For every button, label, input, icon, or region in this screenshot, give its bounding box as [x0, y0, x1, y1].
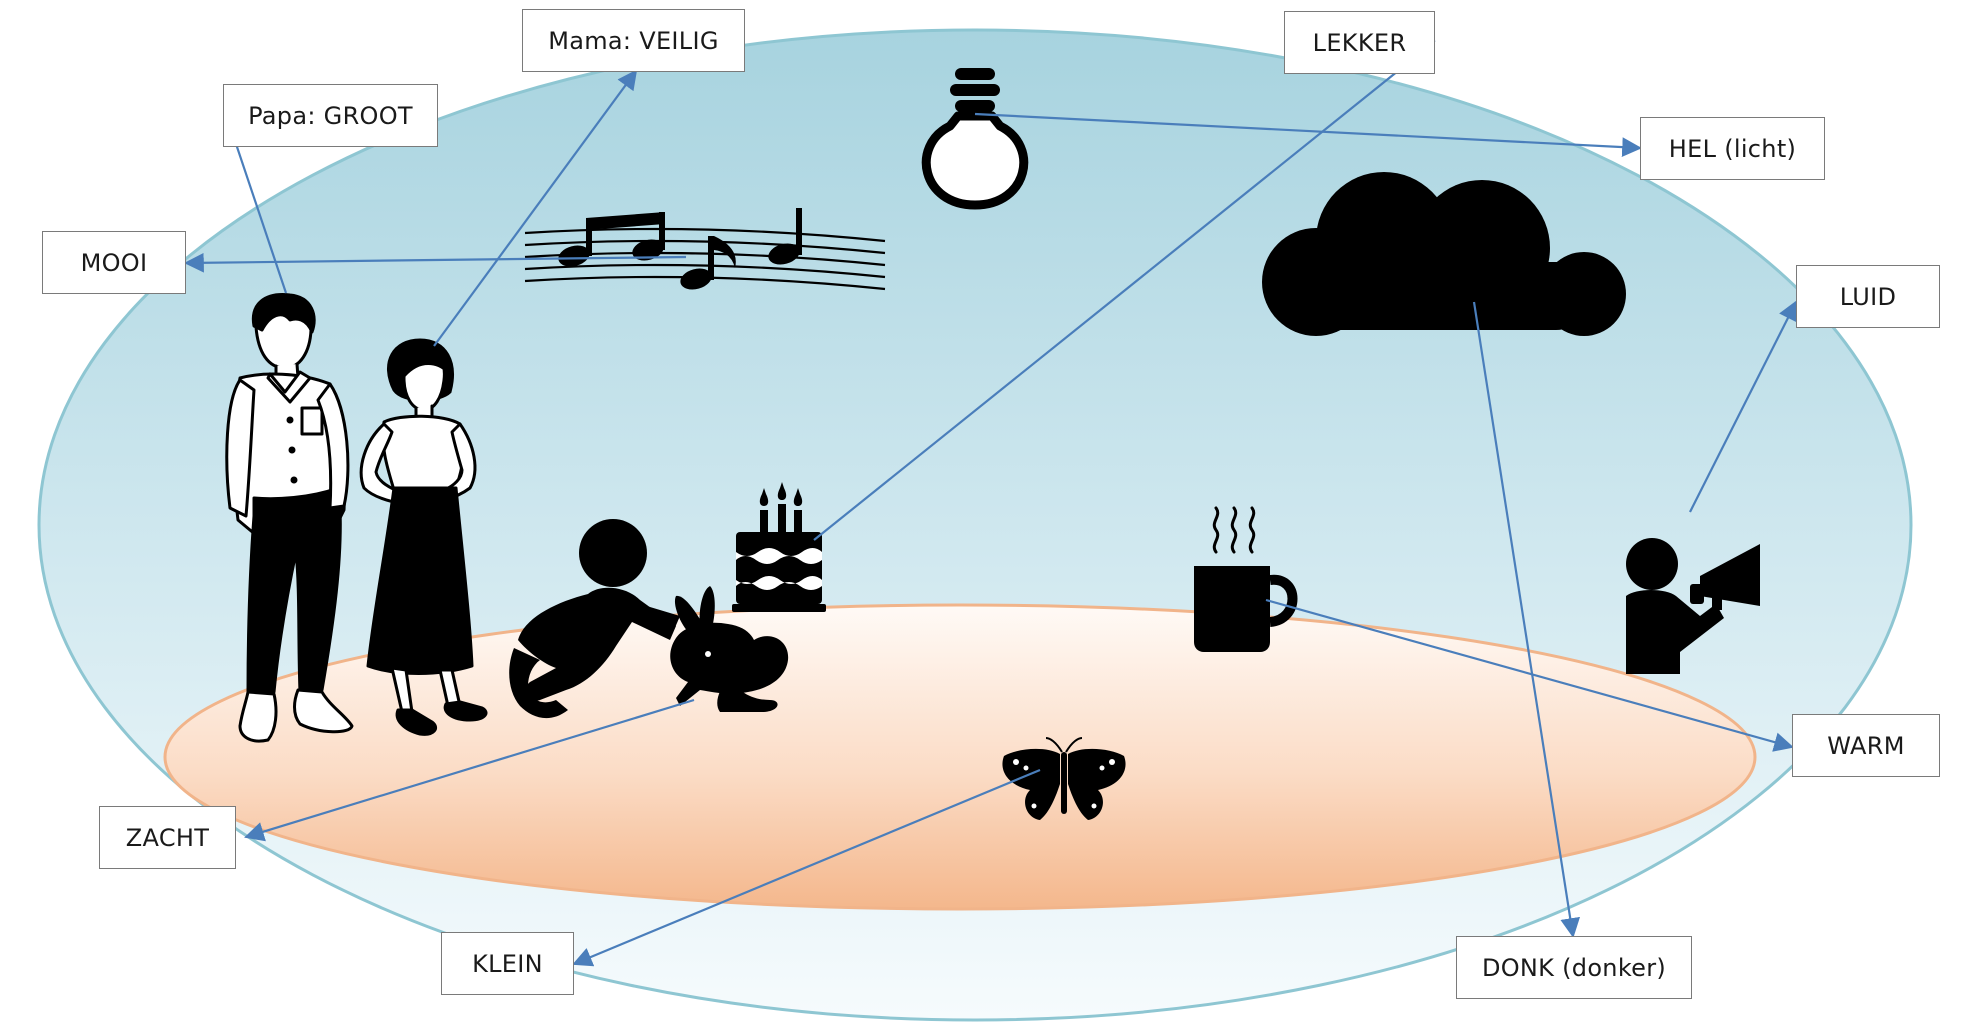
mother-figure — [359, 338, 488, 736]
father-figure — [225, 293, 354, 743]
label-klein: KLEIN — [441, 932, 574, 995]
label-zacht: ZACHT — [99, 806, 236, 869]
arrows — [184, 40, 1797, 967]
megaphone-person-icon — [1626, 538, 1760, 674]
label-papa: Papa: GROOT — [223, 84, 438, 147]
label-luid: LUID — [1796, 265, 1940, 328]
arrow-zacht — [244, 698, 695, 842]
child-petting-rabbit — [509, 519, 789, 719]
butterfly-icon — [1002, 737, 1126, 820]
arrow-luid — [1689, 300, 1797, 513]
label-mooi: MOOI — [42, 231, 186, 294]
label-warm: WARM — [1792, 714, 1940, 777]
arrow-hel — [974, 112, 1642, 157]
label-mama: Mama: VEILIG — [522, 9, 745, 72]
birthday-cake-icon — [732, 482, 826, 612]
label-hel: HEL (licht) — [1640, 117, 1825, 180]
arrow-papa — [226, 124, 288, 294]
arrow-mama — [433, 69, 638, 347]
light-bulb-icon — [921, 68, 1029, 210]
arrow-warm — [1265, 598, 1794, 752]
label-donk: DONK (donker) — [1456, 936, 1692, 999]
arrow-klein — [572, 768, 1041, 967]
music-notes-icon — [524, 208, 886, 291]
arrow-donk — [1472, 301, 1581, 938]
arrow-mooi — [184, 252, 687, 273]
arrow-lekker — [813, 40, 1436, 541]
cloud-icon — [1262, 172, 1626, 336]
label-lekker: LEKKER — [1284, 11, 1435, 74]
hot-mug-icon — [1194, 506, 1298, 652]
